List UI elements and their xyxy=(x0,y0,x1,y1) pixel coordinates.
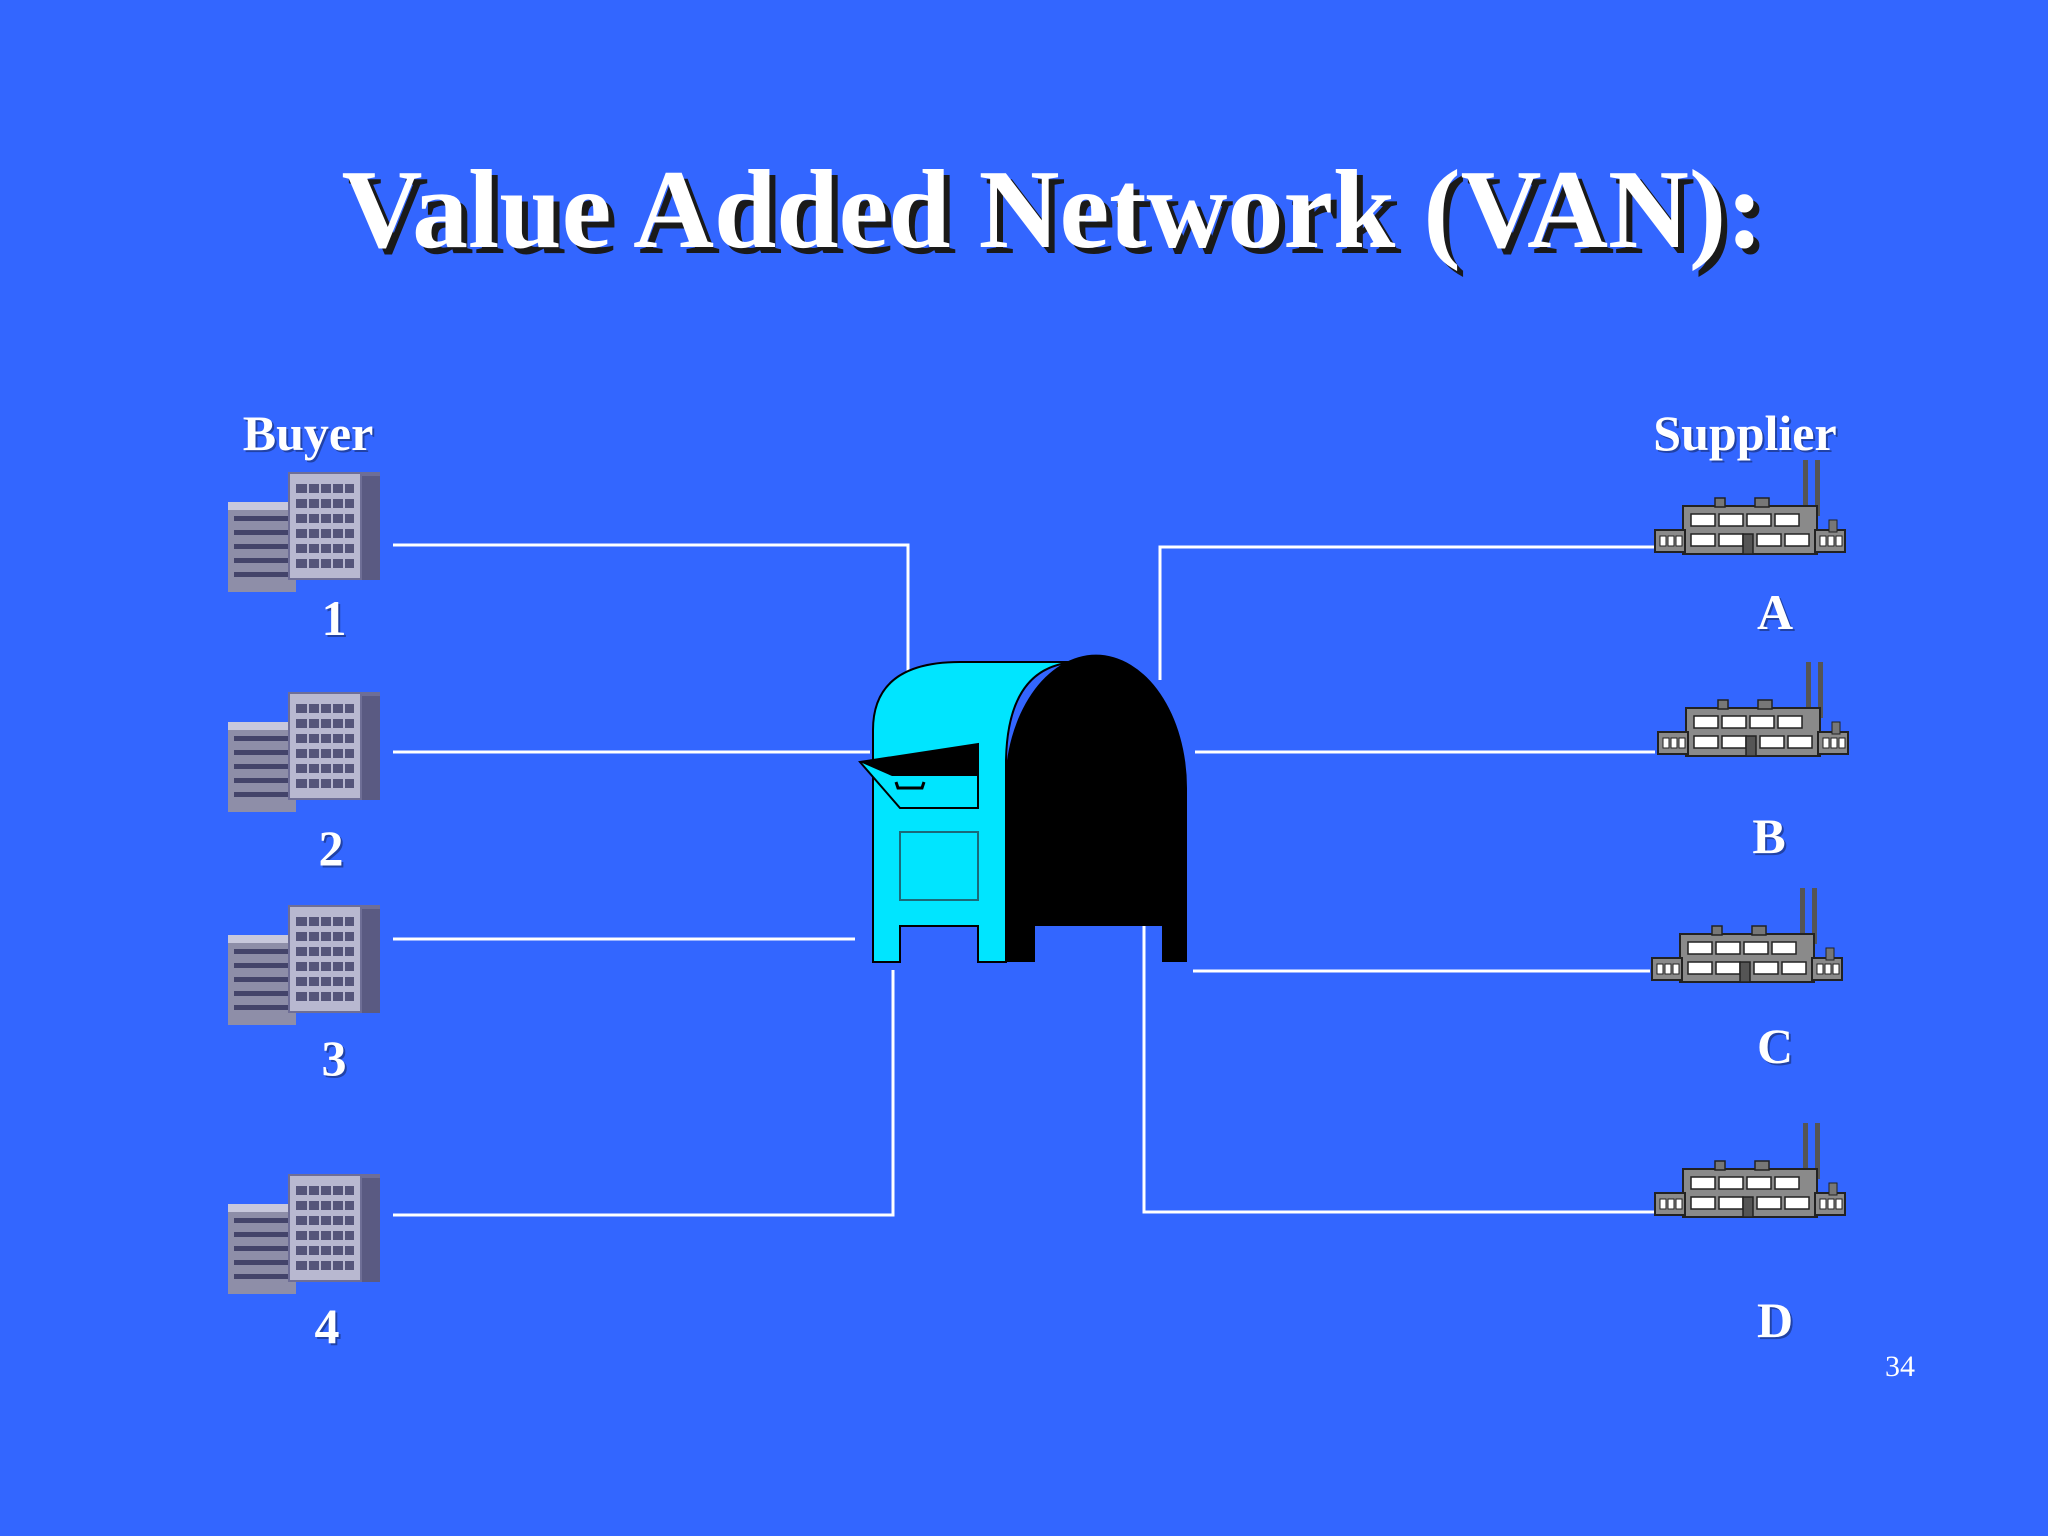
supplier-connection-lines xyxy=(1142,545,1655,1214)
buyer-label-3: 3 xyxy=(321,1030,347,1086)
buyer-connection-lines xyxy=(393,543,910,1217)
buyer-building-icon-4 xyxy=(227,1173,381,1295)
supplier-factory-icon-a xyxy=(1654,459,1846,555)
supplier-factory-icon-d xyxy=(1654,1122,1846,1218)
supplier-label-d: D xyxy=(1756,1292,1794,1348)
buyer-label-1: 1 xyxy=(321,590,347,646)
buyer-building-icon-2 xyxy=(227,691,381,813)
buyer-heading: Buyer xyxy=(242,405,374,461)
buyer-building-icon-3 xyxy=(227,904,381,1026)
buyer-building-icon-1 xyxy=(227,471,381,593)
mailbox-icon xyxy=(858,654,1187,963)
supplier-heading: Supplier xyxy=(1653,405,1837,461)
supplier-label-c: C xyxy=(1756,1018,1794,1074)
supplier-label-b: B xyxy=(1752,808,1786,864)
page-number: 34 xyxy=(1885,1350,1915,1383)
slide-title: Value Added Network (VAN): xyxy=(341,148,1764,272)
buyer-label-2: 2 xyxy=(318,820,344,876)
supplier-label-a: A xyxy=(1756,584,1794,640)
supplier-factory-icon-b xyxy=(1657,661,1849,757)
supplier-factory-icon-c xyxy=(1651,887,1843,983)
buyer-label-4: 4 xyxy=(314,1298,340,1354)
